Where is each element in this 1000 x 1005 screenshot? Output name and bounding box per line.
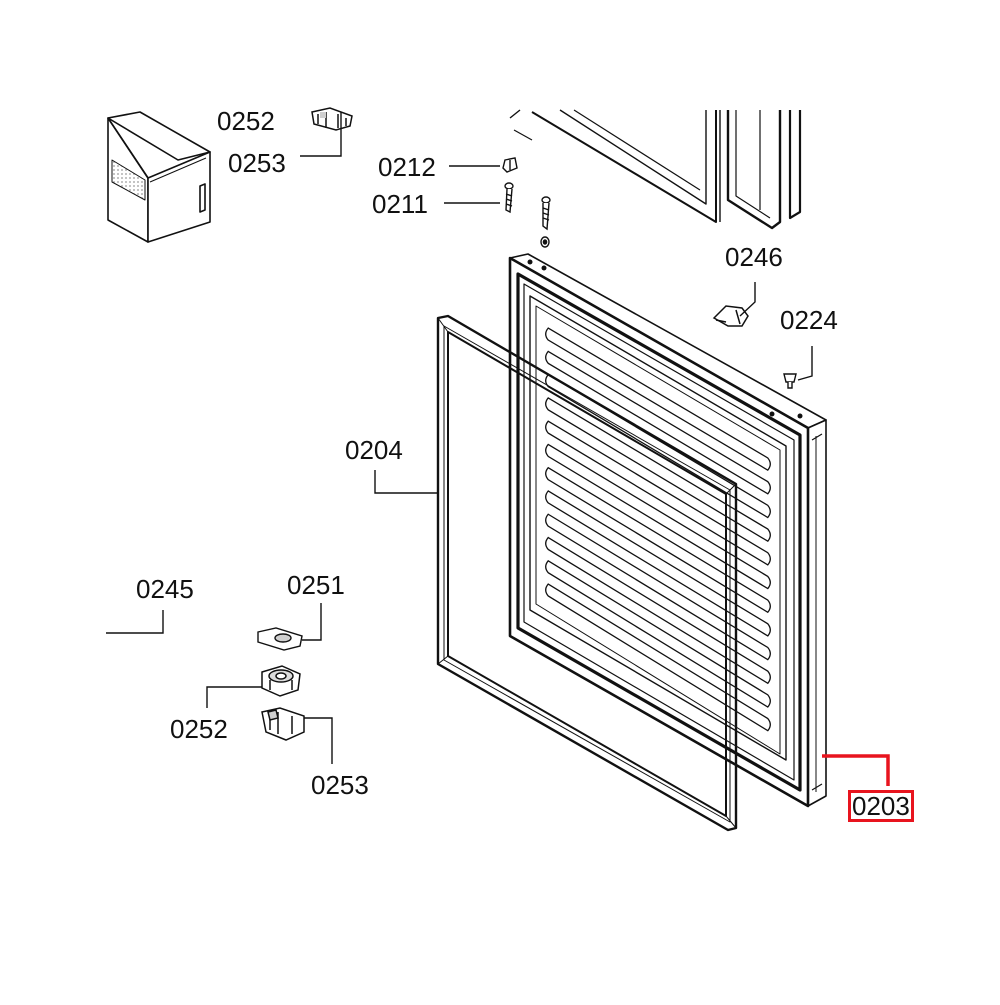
door-rib [545, 536, 771, 685]
part-label-0224: 0224 [780, 305, 838, 335]
freezer-door-part [508, 253, 827, 808]
upper-door-part [509, 109, 802, 230]
drawer-part-top-left [107, 111, 211, 243]
nut-part [502, 157, 518, 173]
door-rib [545, 420, 771, 566]
part-label-0246: 0246 [725, 242, 783, 272]
door-rib [545, 490, 771, 637]
door-rib [545, 443, 771, 590]
hinge-cover-part-bottom [261, 707, 305, 741]
part-label-0212: 0212 [378, 152, 436, 182]
part-label-0253-bottom: 0253 [311, 770, 369, 800]
door-rib [545, 466, 771, 614]
part-label-0211: 0211 [372, 189, 428, 219]
leader-lines [106, 112, 813, 764]
cap-part [712, 305, 749, 327]
part-label-0252-top: 0252 [217, 106, 275, 136]
part-label-0245: 0245 [136, 574, 194, 604]
door-inner-ribs [545, 327, 771, 732]
door-rib [545, 513, 771, 661]
door-rib [545, 583, 771, 732]
screw-part-left [504, 182, 514, 214]
door-rib [545, 350, 771, 495]
door-rib [545, 559, 771, 708]
pin-part [783, 373, 797, 389]
part-label-0204: 0204 [345, 435, 403, 465]
hinge-gasket-part [257, 627, 303, 651]
part-label-0251: 0251 [287, 570, 345, 600]
hinge-cover-part-top [311, 107, 353, 131]
door-rib [545, 373, 771, 519]
part-label-0252-bottom: 0252 [170, 714, 228, 744]
part-label-0203-highlighted: 0203 [848, 790, 914, 822]
door-gasket-part [436, 314, 738, 832]
leader-line-highlighted [822, 754, 890, 786]
screw-part-center [540, 196, 551, 248]
door-rib [545, 397, 771, 543]
door-rib [545, 327, 771, 471]
part-label-0253-top: 0253 [228, 148, 286, 178]
hinge-bushing-part-bottom [261, 665, 301, 697]
